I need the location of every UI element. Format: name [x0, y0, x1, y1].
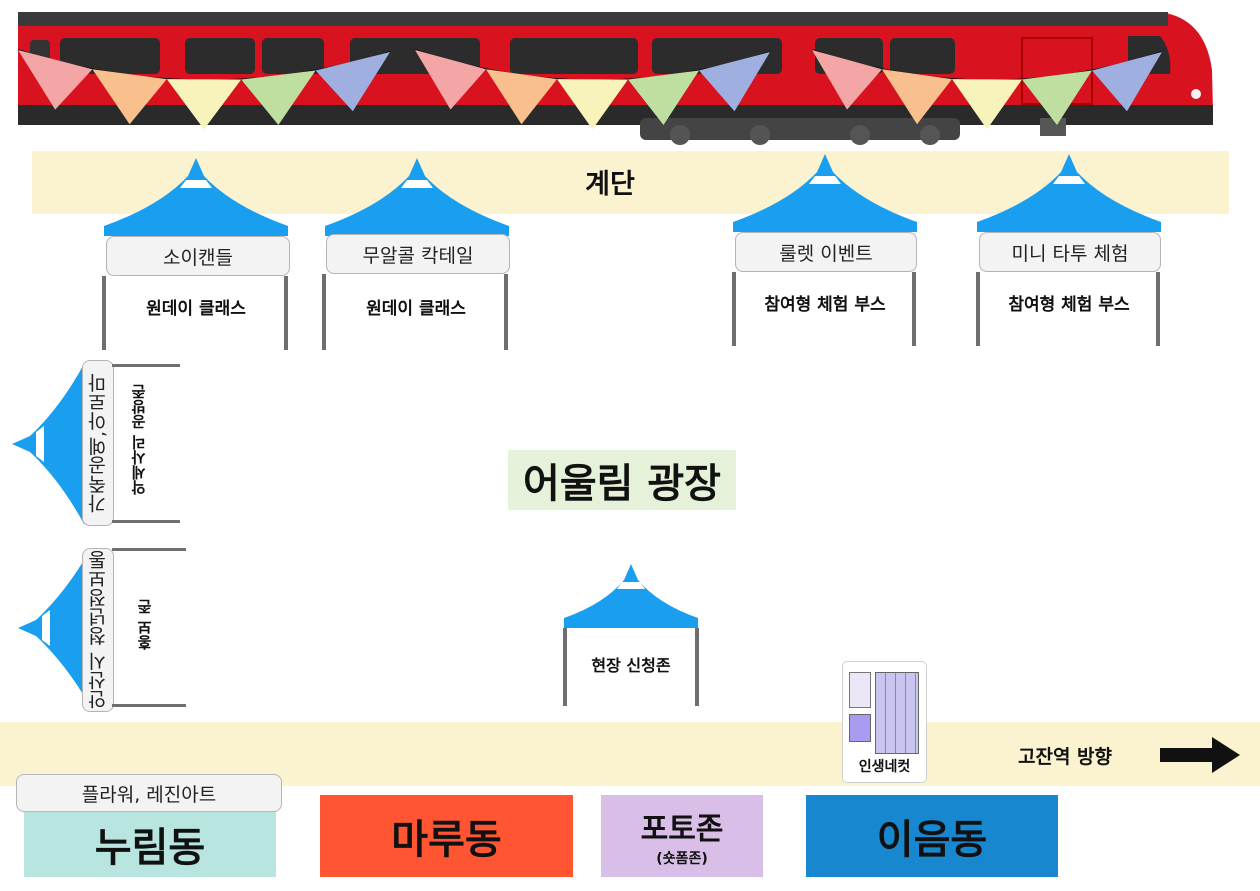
- bunting-flag: [557, 79, 628, 130]
- bunting-flag: [415, 50, 486, 110]
- tent-pole: [112, 520, 180, 523]
- booth-banner: 룰렛 이벤트: [735, 232, 917, 272]
- tent-pole: [102, 276, 106, 350]
- tent-roof-icon: [564, 564, 698, 628]
- bunting-flag: [18, 50, 93, 110]
- booth-banner: 플라워, 레진아트: [16, 774, 282, 812]
- booth-banner: 무알콜 칵테일: [326, 234, 510, 274]
- tent-pole: [112, 364, 180, 367]
- tent-pole: [563, 628, 567, 706]
- photozone-sub: (숏폼존): [656, 851, 708, 867]
- arrow-right-icon: [1160, 737, 1240, 773]
- tent-pole: [695, 628, 699, 706]
- booth-banner: 소이캔들: [106, 236, 290, 276]
- booth-label: 원데이 클래스: [366, 299, 466, 319]
- tent-roof-icon: [325, 158, 509, 236]
- photo-booth: 인생네컷: [842, 661, 927, 783]
- tent-pole: [976, 272, 980, 346]
- bunting-flag: [92, 69, 167, 125]
- building-photozone: 포토존 (숏폼존): [601, 795, 763, 877]
- bunting-flag: [952, 79, 1022, 130]
- direction-label: 고잔역 방향: [1018, 746, 1113, 768]
- booth-label: 현장 신청존: [591, 656, 671, 675]
- building-nurim: 누림동: [24, 810, 276, 877]
- tent-pole: [284, 276, 288, 350]
- stairs-label: 계단: [585, 169, 635, 200]
- tent-pole: [912, 272, 916, 346]
- plaza-title: 어울림 광장: [508, 450, 736, 510]
- tent-roof-icon: [104, 158, 288, 236]
- tent-pole: [112, 548, 186, 551]
- bunting-flag: [812, 50, 882, 110]
- photozone-title: 포토존: [640, 812, 724, 847]
- tent-pole: [112, 704, 186, 707]
- bunting-flag: [1022, 70, 1092, 125]
- booth-label: 홍보 존: [136, 599, 154, 651]
- booth-banner: 가죽공예,아로마: [82, 360, 114, 526]
- bunting-flag: [699, 52, 770, 112]
- tent-roof-icon: [12, 364, 92, 524]
- bunting-flag: [628, 70, 699, 125]
- photo-booth-label: 인생네컷: [858, 759, 911, 775]
- tent-roof-icon: [733, 154, 917, 232]
- train: [18, 12, 1213, 145]
- tent-pole: [1156, 272, 1160, 346]
- building-ieum: 이음동: [806, 795, 1058, 877]
- tent-roof-icon: [18, 550, 98, 706]
- bunting-flag: [486, 69, 557, 125]
- bunting-flag: [241, 70, 316, 125]
- bunting-flag: [882, 69, 952, 125]
- tent-pole: [504, 274, 508, 350]
- booth-label: 악세사리 공방존: [130, 384, 148, 496]
- booth-banner: 안산시 청년정보통: [82, 548, 114, 712]
- booth-label: 원데이 클래스: [146, 299, 246, 319]
- bunting-flags: [17, 49, 1163, 130]
- tent-pole: [732, 272, 736, 346]
- building-maru: 마루동: [320, 795, 573, 877]
- booth-label: 참여형 체험 부스: [764, 295, 886, 315]
- bunting-flag: [1092, 52, 1162, 112]
- tent-roof-icon: [977, 154, 1161, 232]
- bunting-flag: [166, 79, 242, 130]
- booth-banner: 미니 타투 체험: [979, 232, 1161, 272]
- tent-pole: [322, 274, 326, 350]
- bunting-flag: [315, 52, 390, 112]
- booth-label: 참여형 체험 부스: [1008, 295, 1130, 315]
